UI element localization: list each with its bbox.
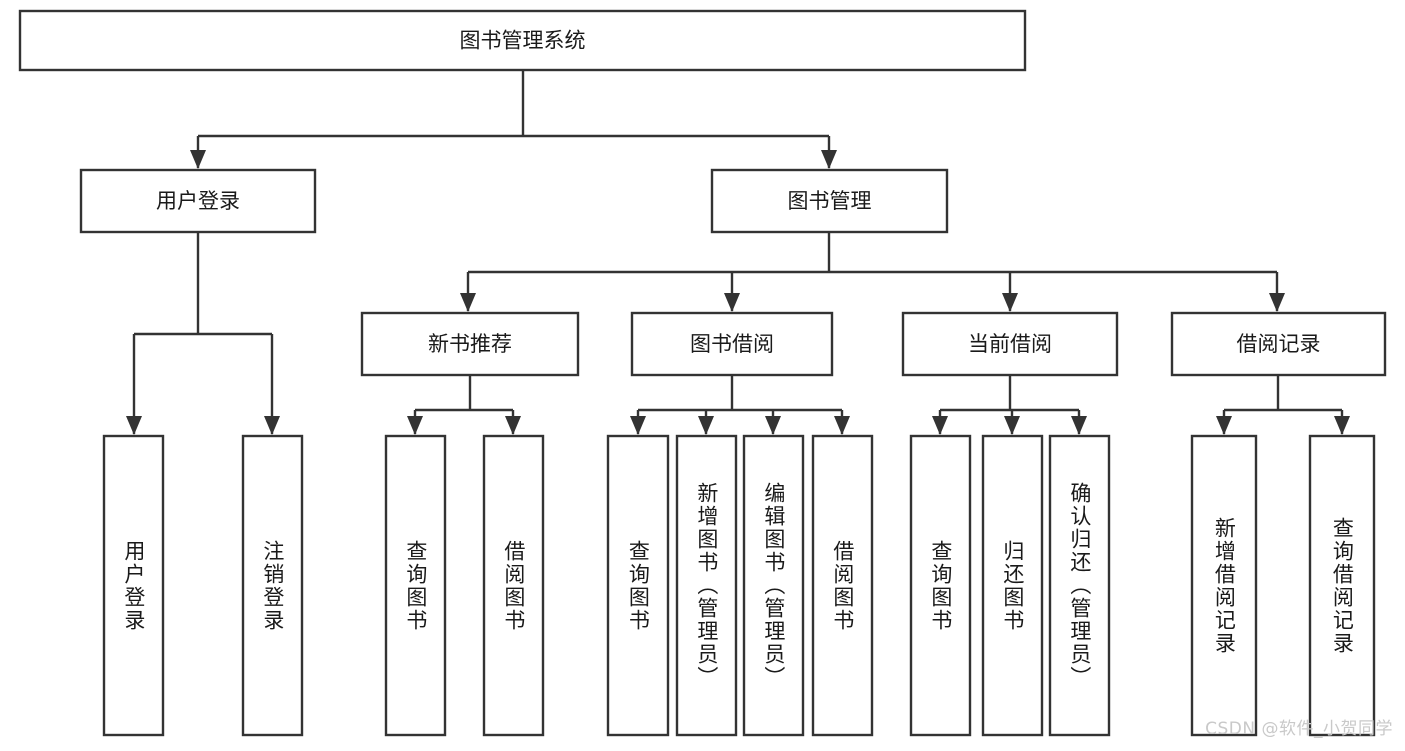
l2-图书管理-node[interactable]: 图书管理 [710, 168, 949, 234]
l3-图书借阅-label: 图书借阅 [690, 332, 774, 356]
l2-用户登录-node[interactable]: 用户登录 [79, 168, 317, 234]
l2-用户登录-box[interactable] [79, 168, 317, 234]
leaf-归还图书-9-box[interactable] [981, 434, 1044, 737]
arrow-head-icon [698, 416, 714, 435]
leaf-查询借阅记录-12-box[interactable] [1308, 434, 1376, 737]
l3-当前借阅-box[interactable] [901, 311, 1119, 377]
l3-借阅记录-node[interactable]: 借阅记录 [1170, 311, 1387, 377]
root-图书管理系统-box[interactable] [18, 9, 1027, 72]
l3-新书推荐-label: 新书推荐 [428, 332, 512, 356]
leaf-编辑图书管理员-6-box[interactable] [742, 434, 805, 737]
l3-借阅记录-label: 借阅记录 [1237, 332, 1321, 356]
l2-图书管理-box[interactable] [710, 168, 949, 234]
csdn-watermark: CSDN @软件_小贺同学 [1205, 719, 1393, 739]
leaf-用户登录-0-node[interactable] [102, 434, 165, 737]
leaf-查询图书-8-box[interactable] [909, 434, 972, 737]
leaf-借阅图书-3-node[interactable] [482, 434, 545, 737]
arrow-head-icon [1269, 293, 1285, 312]
arrow-head-icon [264, 416, 280, 435]
arrow-head-icon [765, 416, 781, 435]
l2-用户登录-label: 用户登录 [156, 189, 240, 213]
leaf-查询图书-4-box[interactable] [606, 434, 670, 737]
arrow-head-icon [190, 150, 206, 169]
arrow-head-icon [1004, 416, 1020, 435]
arrow-head-icon [1334, 416, 1350, 435]
leaf-借阅图书-3-box[interactable] [482, 434, 545, 737]
leaf-查询图书-2-node[interactable] [384, 434, 447, 737]
root-图书管理系统-label: 图书管理系统 [460, 29, 586, 53]
leaf-新增借阅记录-11-node[interactable] [1190, 434, 1258, 737]
arrow-head-icon [1216, 416, 1232, 435]
l2-图书管理-label: 图书管理 [788, 189, 872, 213]
arrow-head-icon [821, 150, 837, 169]
arrow-head-icon [460, 293, 476, 312]
leaf-编辑图书管理员-6-node[interactable] [742, 434, 805, 737]
leaf-归还图书-9-node[interactable] [981, 434, 1044, 737]
l3-当前借阅-label: 当前借阅 [968, 332, 1052, 356]
leaf-查询图书-4-node[interactable] [606, 434, 670, 737]
arrow-head-icon [834, 416, 850, 435]
root-图书管理系统-node[interactable]: 图书管理系统 [18, 9, 1027, 72]
l3-图书借阅-node[interactable]: 图书借阅 [630, 311, 834, 377]
arrow-head-icon [1071, 416, 1087, 435]
leaf-查询图书-8-node[interactable] [909, 434, 972, 737]
leaf-借阅图书-7-box[interactable] [811, 434, 874, 737]
leaf-注销登录-1-box[interactable] [241, 434, 304, 737]
arrow-head-icon [630, 416, 646, 435]
leaf-新增图书管理员-5-box[interactable] [675, 434, 738, 737]
leaf-查询借阅记录-12-node[interactable] [1308, 434, 1376, 737]
leaf-查询图书-2-box[interactable] [384, 434, 447, 737]
arrow-head-icon [932, 416, 948, 435]
l3-新书推荐-node[interactable]: 新书推荐 [360, 311, 580, 377]
leaf-确认归还管理员-10-box[interactable] [1048, 434, 1111, 737]
l3-当前借阅-node[interactable]: 当前借阅 [901, 311, 1119, 377]
leaf-新增借阅记录-11-box[interactable] [1190, 434, 1258, 737]
leaf-借阅图书-7-node[interactable] [811, 434, 874, 737]
l3-图书借阅-box[interactable] [630, 311, 834, 377]
leaf-用户登录-0-box[interactable] [102, 434, 165, 737]
l3-借阅记录-box[interactable] [1170, 311, 1387, 377]
arrow-head-icon [505, 416, 521, 435]
l3-新书推荐-box[interactable] [360, 311, 580, 377]
arrow-head-icon [126, 416, 142, 435]
leaf-确认归还管理员-10-node[interactable] [1048, 434, 1111, 737]
leaf-注销登录-1-node[interactable] [241, 434, 304, 737]
arrow-head-icon [724, 293, 740, 312]
arrow-head-icon [1002, 293, 1018, 312]
arrow-head-icon [407, 416, 423, 435]
leaf-新增图书管理员-5-node[interactable] [675, 434, 738, 737]
